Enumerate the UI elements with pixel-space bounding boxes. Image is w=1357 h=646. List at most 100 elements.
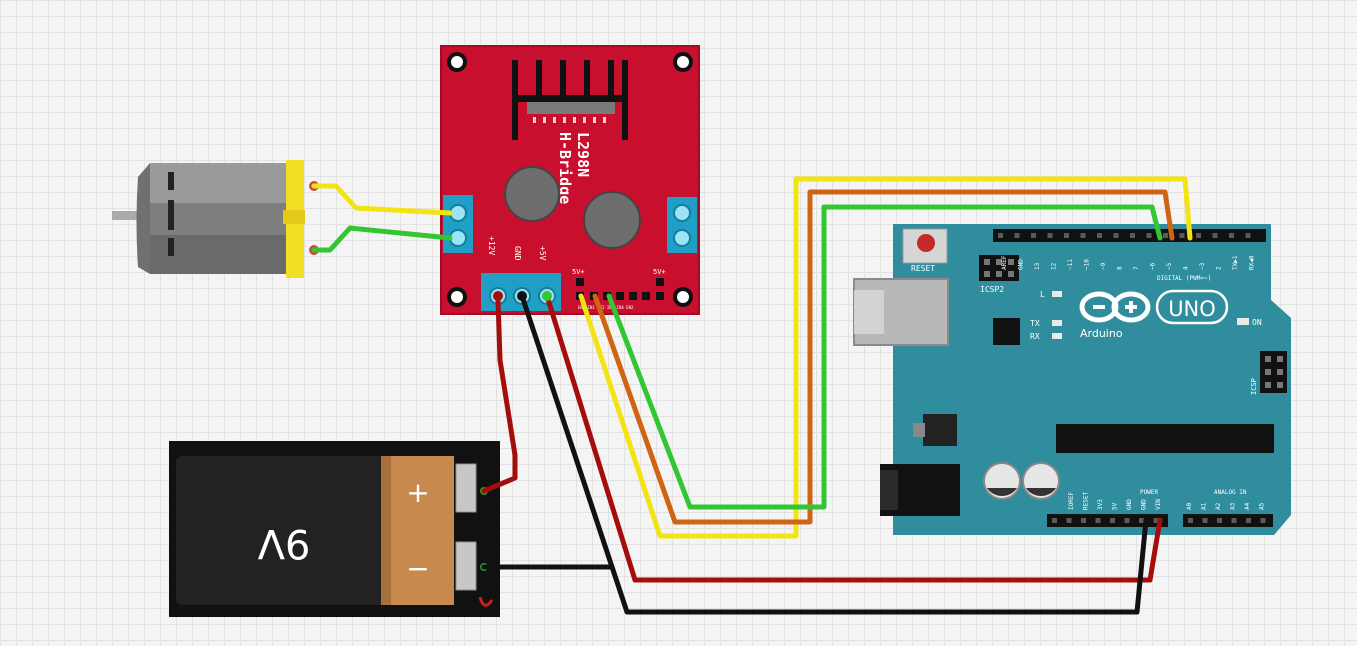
- analog-pin-label: A5: [1259, 502, 1266, 510]
- analog-label: ANALOG IN: [1214, 489, 1247, 496]
- header-pin: [1066, 518, 1072, 523]
- wire-5v-vin: [544, 293, 1163, 583]
- jumper-right-label: 5V+: [653, 268, 666, 276]
- pin-12v-label: +12V: [487, 236, 496, 255]
- battery-minus-label: −: [406, 552, 429, 585]
- pin-5v-label: +5V: [538, 246, 547, 261]
- digital-pin-label: ~11: [1067, 259, 1074, 270]
- atmega-chip: [1056, 424, 1274, 453]
- power-label: POWER: [1140, 489, 1158, 496]
- analog-header: [1183, 514, 1273, 527]
- power-pin-label: IOREF: [1068, 492, 1075, 510]
- header-pin: [998, 233, 1003, 238]
- wire-battery-plus: [481, 297, 518, 494]
- motor-a-terminal: [443, 195, 473, 253]
- voltage-regulator: [923, 414, 957, 446]
- led-rx-label: RX: [1030, 332, 1040, 341]
- digital-pin-label: 13: [1034, 262, 1041, 270]
- digital-label: DIGITAL (PWM=~): [1157, 275, 1211, 282]
- header-pin: [1095, 518, 1101, 523]
- driver-model-label: L298N: [574, 132, 592, 177]
- header-pin: [1097, 233, 1102, 238]
- wire-motor-green: [311, 225, 453, 253]
- analog-pin-label: A2: [1215, 502, 1222, 510]
- digital-pin-label: ~6: [1150, 262, 1157, 270]
- motor-shaft: [112, 211, 142, 220]
- icsp2-header: [979, 255, 1019, 281]
- pin-gnd-label: GND: [513, 246, 522, 261]
- driver-pcb: [440, 45, 700, 315]
- analog-pin-label: A1: [1201, 502, 1208, 510]
- header-pin: [1130, 233, 1135, 238]
- header-pin: [1139, 518, 1144, 523]
- header-pin: [1179, 233, 1185, 238]
- header-pin: [1146, 233, 1152, 238]
- digital-header: [993, 229, 1266, 242]
- led-l-label: L: [1040, 290, 1045, 299]
- wire-yellow-control: [578, 176, 1193, 539]
- header-pin: [1217, 518, 1222, 523]
- uno-badge: [1155, 289, 1229, 325]
- power-pin-label: GND: [1126, 499, 1133, 510]
- power-pin-label: RESET: [1083, 492, 1090, 510]
- battery-terminal-plus: [455, 463, 477, 513]
- digital-pin-label: ~10: [1084, 259, 1091, 270]
- arduino-logo: [1079, 291, 1151, 323]
- power-pin-label: GND: [1141, 499, 1148, 510]
- analog-pin-label: A3: [1230, 502, 1237, 510]
- wire-orange-control: [592, 189, 1175, 525]
- digital-pin-label: ~5: [1166, 262, 1173, 270]
- dc-motor: [112, 160, 319, 278]
- header-pin: [1246, 518, 1251, 523]
- capacitor: [583, 191, 641, 249]
- header-pin: [1163, 233, 1168, 238]
- header-pin: [1212, 233, 1218, 238]
- header-pin: [1196, 233, 1201, 238]
- header-pin: [1245, 233, 1251, 238]
- power-pin-label: 3V3: [1097, 499, 1104, 510]
- usb-chip: [993, 318, 1020, 345]
- digital-pin-label: ~3: [1199, 262, 1206, 270]
- arduino-pcb: [893, 224, 1291, 535]
- digital-pin-label: 8: [1117, 266, 1124, 270]
- driver-type-label: H-Bridge: [556, 132, 574, 204]
- digital-pin-label: 4: [1183, 266, 1190, 270]
- wire-green-control: [606, 204, 1163, 510]
- header-pin: [1202, 518, 1208, 523]
- header-pin: [1014, 233, 1020, 238]
- header-pin: [1124, 518, 1130, 523]
- digital-pin-label: 7: [1133, 266, 1140, 270]
- header-pin: [1260, 518, 1266, 523]
- battery-copper-end: [381, 456, 454, 605]
- battery-holder: 9V + −: [169, 441, 500, 617]
- header-pin: [1081, 518, 1086, 523]
- icsp2-label: ICSP2: [980, 285, 1004, 294]
- header-pin: [1153, 518, 1159, 523]
- arduino-brand-label: Arduino: [1080, 327, 1123, 340]
- icsp-label: ICSP: [1250, 378, 1258, 395]
- digital-pin-label: AREF: [1001, 255, 1008, 270]
- l298n-driver-board: L298N H-Bridge +12V GND +5V 5V+ 5V+: [440, 45, 700, 315]
- header-pin: [1064, 233, 1069, 238]
- header-pin: [1110, 518, 1115, 523]
- digital-pin-label: 2: [1216, 266, 1223, 270]
- battery-plus-label: +: [406, 476, 429, 509]
- wires: [311, 176, 1193, 615]
- led-tx-label: TX: [1030, 319, 1040, 328]
- motor-b-terminal: [667, 197, 697, 253]
- header-pin: [1231, 518, 1237, 523]
- digital-pin-label: 12: [1051, 262, 1058, 270]
- battery-voltage-label: 9V: [257, 520, 310, 566]
- digital-pin-label: GND: [1018, 259, 1025, 270]
- power-header: [1047, 514, 1168, 527]
- header-pin: [1047, 233, 1053, 238]
- header-pins-label: EN1 IN1 IN2 IN3 IN4 EN2: [578, 305, 634, 310]
- uno-label: UNO: [1168, 297, 1216, 321]
- power-pin-label: VIN: [1155, 499, 1162, 510]
- analog-pin-label: A0: [1186, 502, 1193, 510]
- digital-pin-label: RX◀0: [1249, 255, 1256, 270]
- header-pin: [1188, 518, 1193, 523]
- header-pin: [1080, 233, 1086, 238]
- header-pin: [1229, 233, 1234, 238]
